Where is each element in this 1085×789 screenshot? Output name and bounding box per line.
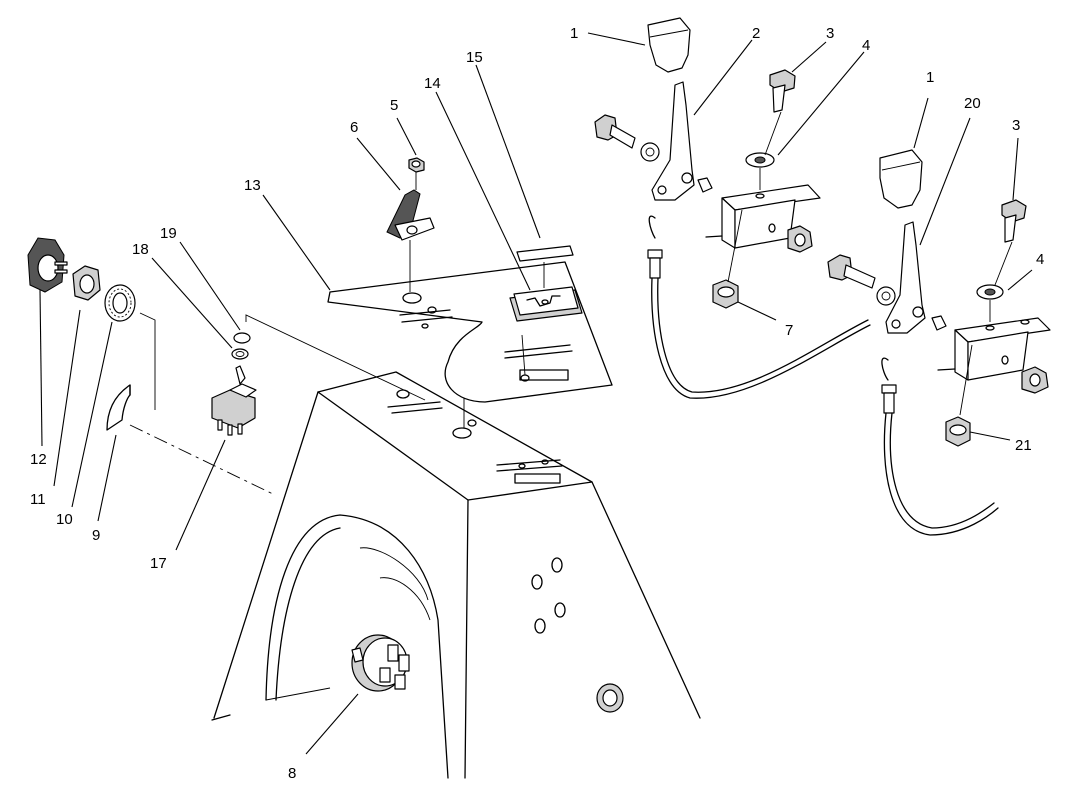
knob-1-right: [879, 149, 923, 209]
side-holes: [531, 557, 566, 634]
callout-17: 17: [150, 555, 167, 572]
cable-right: [881, 357, 999, 536]
leader-lines: [39, 32, 1033, 755]
callout-19: 19: [160, 225, 177, 242]
washers-18-19: [231, 332, 251, 360]
lever-2: [651, 81, 695, 201]
bolt-3-right: [1001, 199, 1027, 243]
callout-7: 7: [785, 322, 793, 339]
nut-left: [787, 225, 813, 253]
assembly-lines: [129, 111, 1013, 496]
lock-plate-14: [509, 286, 583, 322]
callout-9: 9: [92, 527, 100, 544]
cable-left: [647, 215, 871, 399]
callout-1-left: 1: [570, 25, 578, 42]
callout-11: 11: [30, 491, 46, 508]
callout-1-right: 1: [926, 69, 934, 86]
decal-9: [106, 384, 131, 431]
callout-4-right: 4: [1036, 251, 1044, 268]
console-plate-13: [327, 261, 613, 403]
callout-13: 13: [244, 177, 261, 194]
lock-washer-10: [104, 284, 136, 322]
callout-4-left: 4: [862, 37, 870, 54]
callout-labels: 1 2 3 4 15 14 5 6 13 19 18 12 11 10 9 17…: [30, 25, 1044, 782]
bracket-right: [931, 315, 1051, 381]
callout-21: 21: [1015, 437, 1032, 454]
callout-5: 5: [390, 97, 398, 114]
washer-4-right: [976, 284, 1004, 300]
nut-21: [945, 416, 971, 447]
switch-cover-6: [386, 189, 435, 241]
bolt-3-left: [769, 69, 796, 113]
grommet: [596, 683, 624, 713]
nut-right: [1021, 366, 1049, 394]
console-tower: [211, 371, 701, 779]
ignition-switch-8: [351, 634, 410, 692]
washer-4-left: [745, 152, 775, 168]
bracket-left: [697, 177, 821, 249]
knob-1-left: [647, 17, 691, 73]
callout-12: 12: [30, 451, 47, 468]
callout-6: 6: [350, 119, 358, 136]
top-panel-features: [387, 389, 563, 484]
callout-3-left: 3: [826, 25, 834, 42]
lever-20: [885, 221, 926, 334]
callout-14: 14: [424, 75, 441, 92]
callout-20: 20: [964, 95, 981, 112]
decal-15: [516, 245, 574, 262]
nut-5: [408, 157, 425, 173]
callout-18: 18: [132, 241, 149, 258]
callout-2: 2: [752, 25, 760, 42]
bolt-left: [594, 114, 660, 162]
callout-10: 10: [56, 511, 73, 528]
callout-3-right: 3: [1012, 117, 1020, 134]
nut-11: [72, 265, 101, 301]
toggle-switch-17: [211, 365, 257, 436]
callout-15: 15: [466, 49, 483, 66]
bolt-right: [827, 254, 896, 306]
callout-8: 8: [288, 765, 296, 782]
nut-7: [712, 279, 739, 309]
key-switch-12: [27, 237, 68, 293]
